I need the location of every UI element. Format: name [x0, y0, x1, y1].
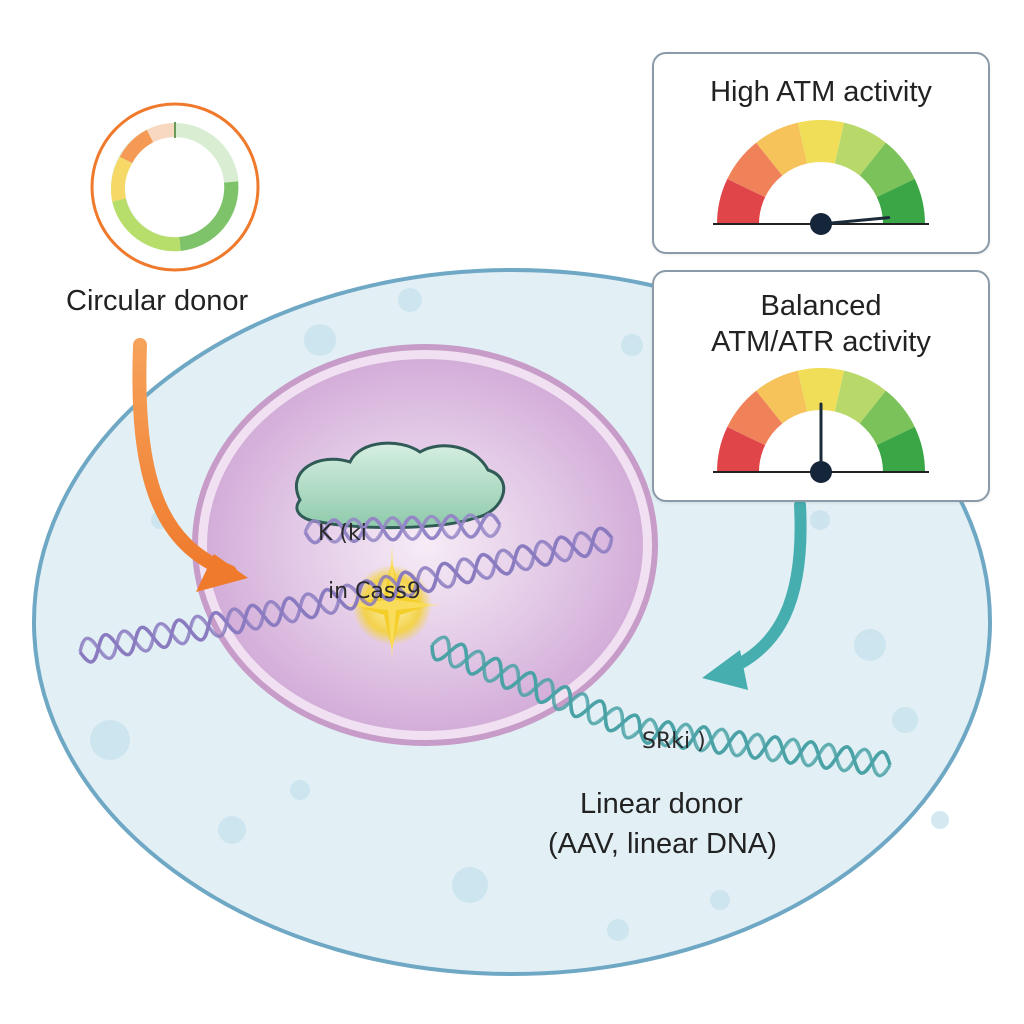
gauge-segment: [727, 142, 783, 198]
cas9-label: in Cass9: [328, 579, 421, 604]
atm-gauge: [713, 120, 929, 235]
circular-donor-plasmid: [90, 102, 260, 272]
gauge-needle: [819, 216, 891, 226]
gauge-segment: [717, 426, 766, 472]
cas9-protein: [294, 441, 506, 530]
atm-panel-title: High ATM activity: [710, 76, 932, 108]
gauge-segment: [834, 122, 886, 176]
gauge-segment: [717, 178, 766, 224]
gauge-segment: [834, 370, 886, 424]
gauge-hub: [810, 213, 832, 235]
gauge-segment: [727, 390, 783, 446]
circular-donor-label: Circular donor: [66, 285, 249, 317]
purple-dna-right: [298, 526, 614, 620]
balanced-panel-title: Balanced: [760, 290, 882, 322]
gauge-segment: [876, 426, 925, 472]
gauge-segment: [797, 368, 845, 412]
linear-donor-label: Linear donor: [580, 788, 743, 820]
teal-dna-left: [430, 635, 642, 740]
dna-label-top: K (ki: [318, 521, 367, 546]
dna-label-bottom: SRki ): [642, 729, 706, 754]
linear-donor-arrow: [702, 499, 807, 690]
atm-panel: High ATM activity: [652, 52, 990, 254]
linear-donor-sublabel: (AAV, linear DNA): [548, 828, 777, 860]
balanced-panel: Balanced ATM/ATR activity: [652, 270, 990, 502]
balanced-gauge: [713, 368, 929, 483]
purple-dna-left: [78, 596, 302, 664]
gauge-segment: [756, 122, 808, 176]
gauge-segment: [797, 120, 845, 164]
balanced-panel-subtitle: ATM/ATR activity: [711, 326, 931, 358]
gauge-segment: [859, 142, 915, 198]
gauge-segment: [859, 390, 915, 446]
circular-donor-arrow: [132, 338, 248, 592]
teal-dna-right: [638, 717, 892, 778]
purple-dna-loop: [303, 512, 502, 545]
gauge-hub: [810, 461, 832, 483]
gauge-segment: [876, 178, 925, 224]
gauge-segment: [756, 370, 808, 424]
nucleus: [207, 359, 643, 731]
